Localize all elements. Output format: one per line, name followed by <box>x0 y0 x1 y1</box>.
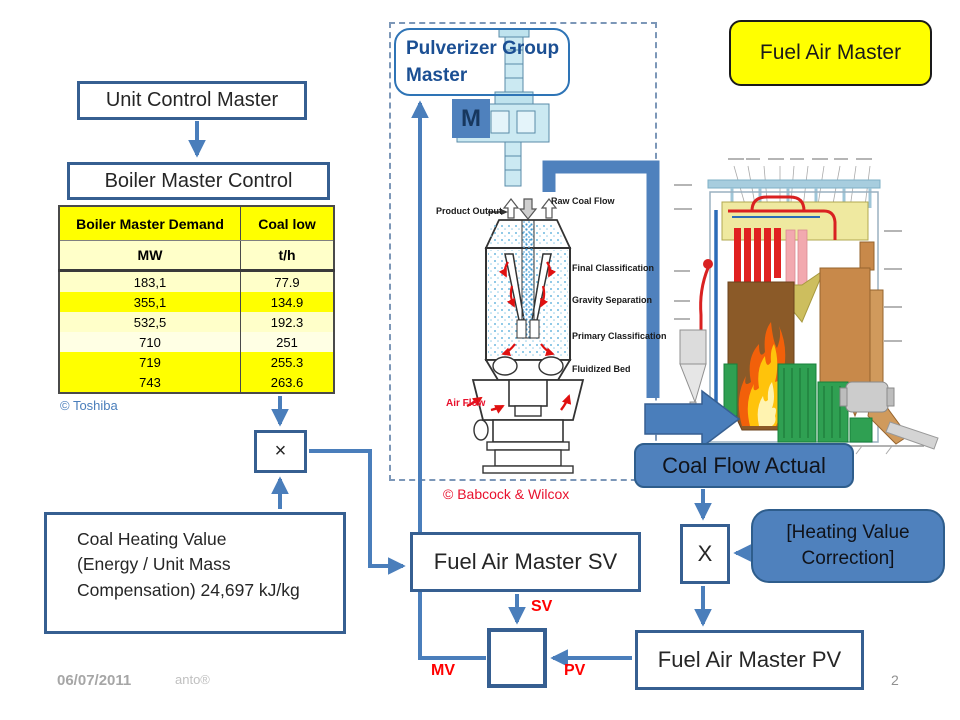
boiler-master-control-box: Boiler Master Control <box>67 162 330 200</box>
babcock-wilcox-credit: © Babcock & Wilcox <box>443 486 570 502</box>
coal-heating-value-box: Coal Heating Value (Energy / Unit Mass C… <box>44 512 346 634</box>
fuel-air-master-title: Fuel Air Master <box>759 41 902 64</box>
chv-line-1: Coal Heating Value <box>77 529 227 549</box>
final-classification-label: Final Classification <box>572 263 655 273</box>
table-unit-th: t/h <box>240 240 335 272</box>
controller-box <box>487 628 547 688</box>
table-header-demand: Boiler Master Demand <box>58 206 241 241</box>
sv-signal-label: SV <box>531 598 553 615</box>
fluidized-bed-label: Fluidized Bed <box>572 364 631 374</box>
boiler-master-control-label: Boiler Master Control <box>104 169 293 192</box>
boiler-illustration <box>674 158 939 455</box>
footer-page-number: 2 <box>891 672 899 688</box>
multiplier-x-symbol: X <box>697 541 713 566</box>
cell-th: 251 <box>240 332 335 352</box>
cell-th: 255.3 <box>240 352 335 372</box>
pulverizer-group-master-box: Pulverizer Group Master <box>394 28 570 96</box>
table-units-row: MW t/h <box>58 240 335 272</box>
fuel-air-master-pv-box: Fuel Air Master PV <box>635 630 864 690</box>
footer-author: anto® <box>175 672 210 687</box>
hvc-line-2: Correction] <box>801 548 895 569</box>
unit-control-master-label: Unit Control Master <box>105 89 279 111</box>
pgm-line-2: Master <box>406 64 468 86</box>
cell-th: 192.3 <box>240 312 335 332</box>
cell-mw: 719 <box>58 352 241 372</box>
cell-mw: 532,5 <box>58 312 241 332</box>
fuel-air-master-sv-label: Fuel Air Master SV <box>433 549 618 574</box>
primary-classification-label: Primary Classification <box>572 331 667 341</box>
toshiba-credit: © Toshiba <box>60 398 118 413</box>
cell-mw: 355,1 <box>58 292 241 312</box>
multiplier-symbol: × <box>274 440 287 462</box>
multiplier-x-box: X <box>680 524 730 584</box>
fuel-air-master-title-box: Fuel Air Master <box>729 20 932 86</box>
cell-th: 134.9 <box>240 292 335 312</box>
raw-coal-flow-label: Raw Coal Flow <box>551 196 615 206</box>
cell-mw: 710 <box>58 332 241 352</box>
table-header-coal: Coal low <box>240 206 335 241</box>
chv-line-3: Compensation) 24,697 kJ/kg <box>77 579 300 600</box>
table-unit-mw: MW <box>58 240 241 272</box>
coal-flow-actual-label: Coal Flow Actual <box>662 452 826 478</box>
boiler-demand-table: Boiler Master Demand Coal low MW t/h 183… <box>58 205 335 394</box>
gravity-separation-label: Gravity Separation <box>572 295 653 305</box>
table-row: 743 263.6 <box>58 372 335 393</box>
pv-signal-label: PV <box>564 662 586 679</box>
pulverizer-motor-label: M <box>461 104 481 132</box>
product-output-label: Product Output <box>436 206 502 216</box>
coal-flow-actual-box: Coal Flow Actual <box>634 443 854 488</box>
unit-control-master-box: Unit Control Master <box>77 81 307 120</box>
heating-value-correction-box: [Heating Value Correction] <box>751 509 945 583</box>
table-row: 719 255.3 <box>58 352 335 372</box>
table-row: 710 251 <box>58 332 335 352</box>
pgm-line-1: Pulverizer Group <box>406 38 560 59</box>
air-flow-label: Air Flow <box>446 398 486 409</box>
pulverizer-motor-box: M <box>452 99 490 138</box>
table-row: 532,5 192.3 <box>58 312 335 332</box>
cell-mw: 183,1 <box>58 270 241 292</box>
footer-date: 06/07/2011 <box>57 672 132 689</box>
fuel-air-master-sv-box: Fuel Air Master SV <box>410 532 641 592</box>
table-row: 355,1 134.9 <box>58 292 335 312</box>
table-row: 183,1 77.9 <box>58 270 335 292</box>
cell-mw: 743 <box>58 372 241 393</box>
multiplier-box: × <box>254 430 307 473</box>
mv-signal-label: MV <box>431 662 455 679</box>
table-header-row: Boiler Master Demand Coal low <box>58 206 335 241</box>
chv-line-2: (Energy / Unit Mass <box>77 554 231 575</box>
hvc-line-1: [Heating Value <box>786 522 910 544</box>
cell-th: 263.6 <box>240 372 335 393</box>
cell-th: 77.9 <box>240 270 335 292</box>
fuel-air-master-pv-label: Fuel Air Master PV <box>657 647 842 672</box>
